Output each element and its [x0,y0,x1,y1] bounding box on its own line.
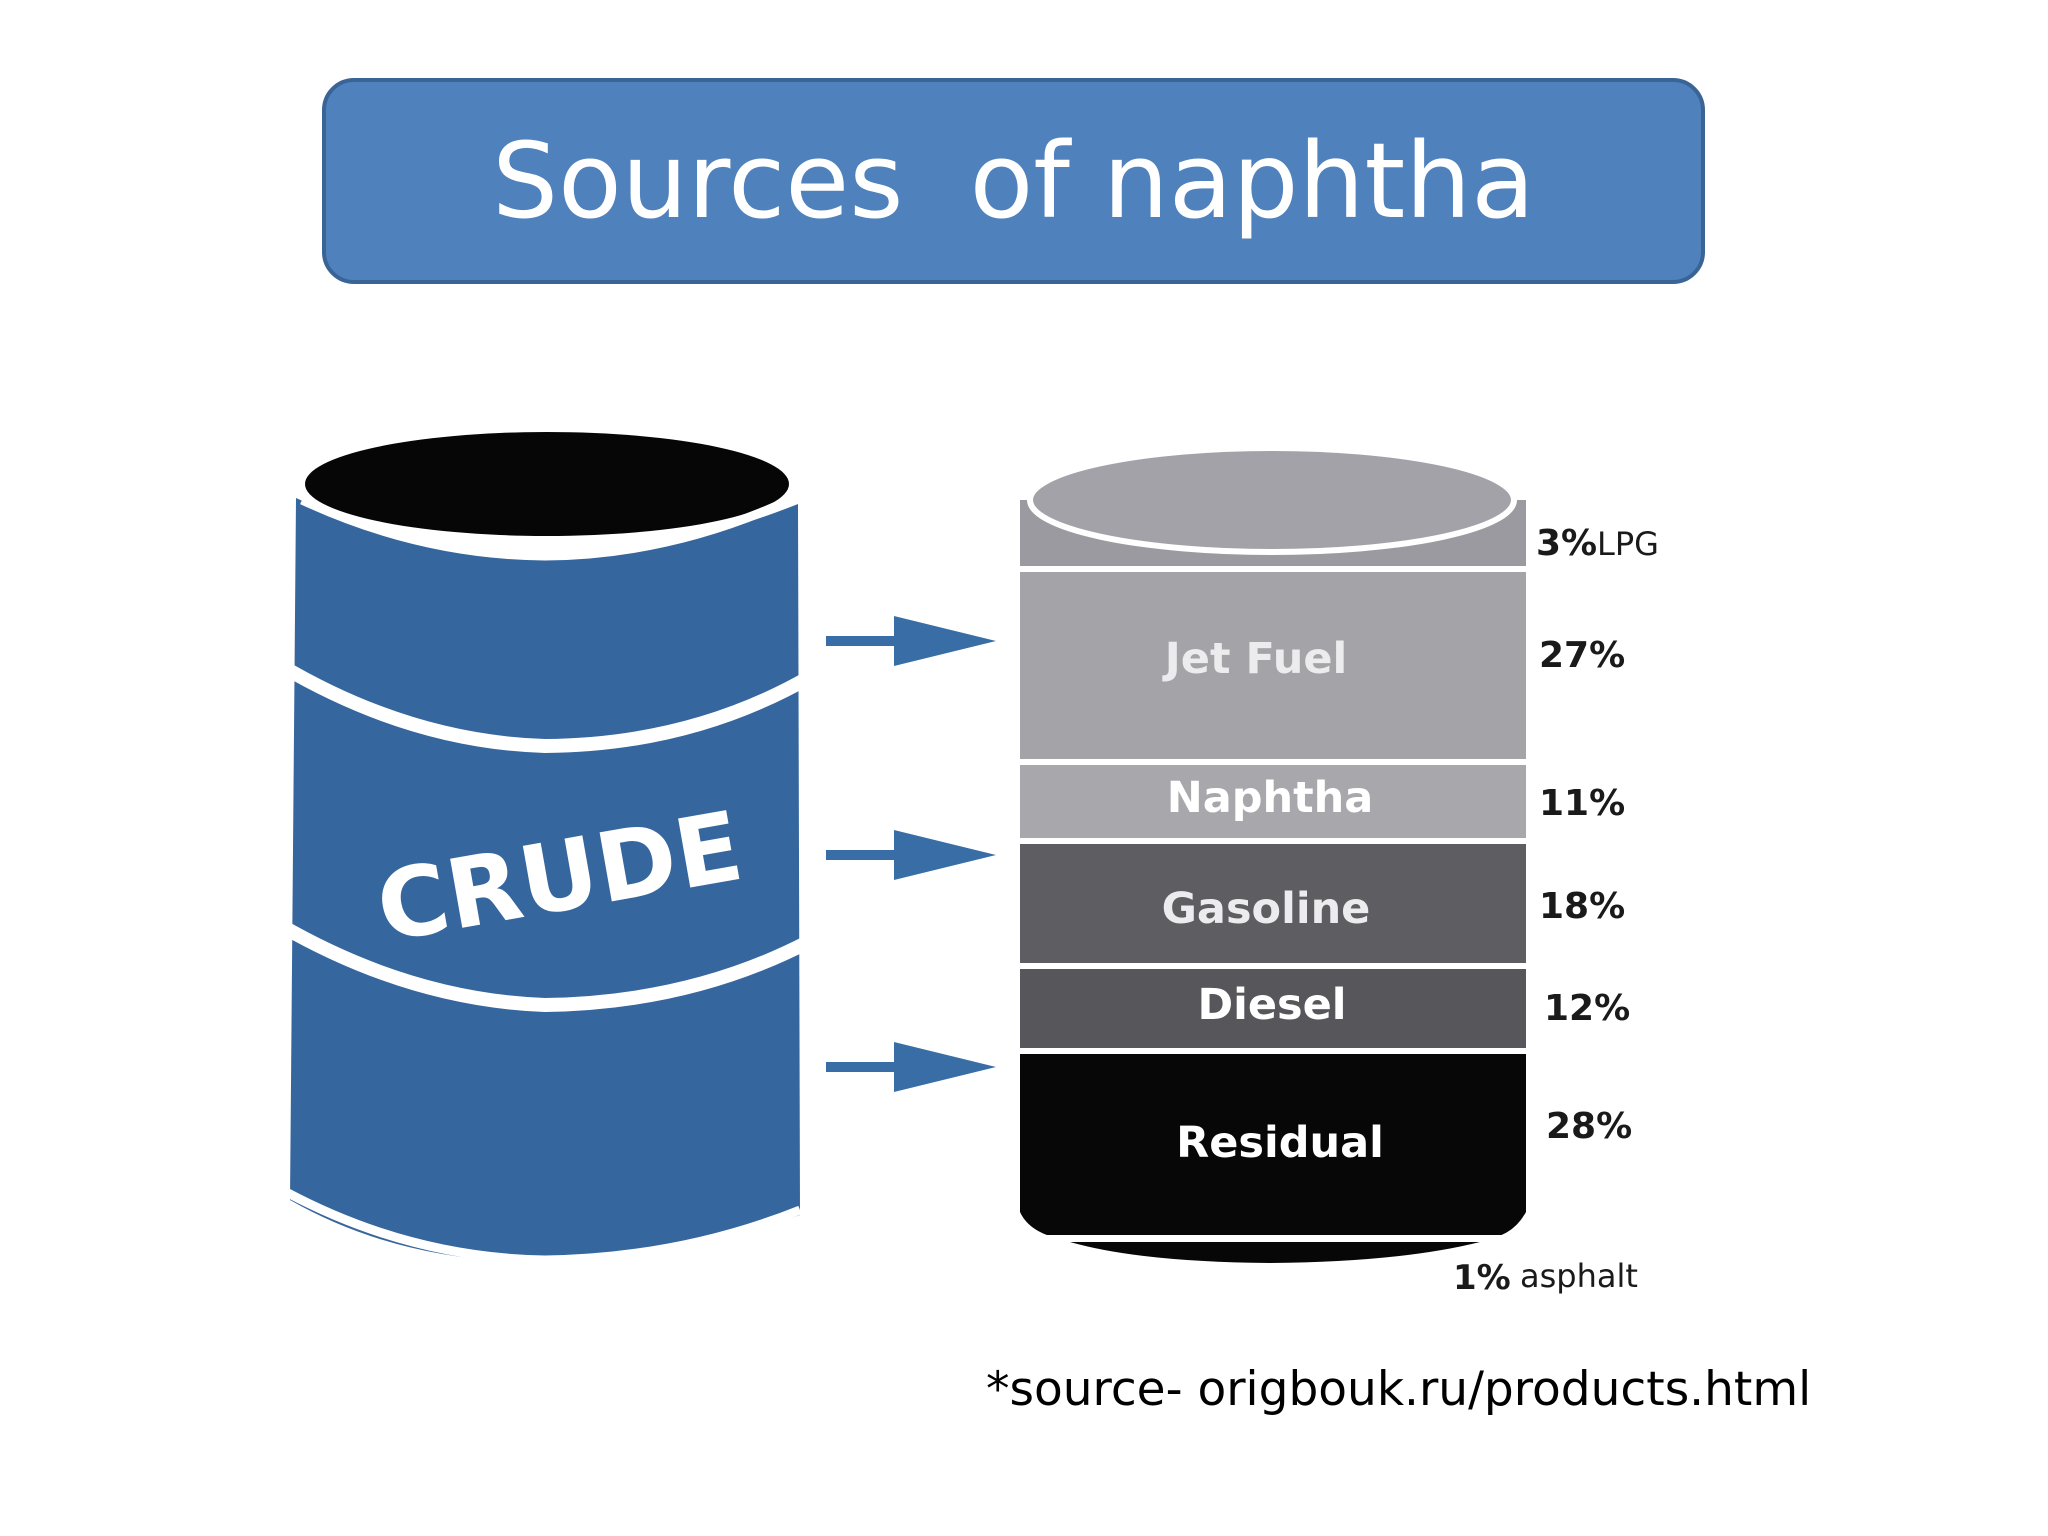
percent-lpg: 3% [1536,523,1597,564]
arrow-middle [826,830,996,880]
title-banner: Sources of naphtha [322,78,1705,284]
source-citation: *source- origbouk.ru/products.html [986,1362,1812,1417]
crude-barrel: CRUDE [276,432,812,1265]
barrel-hoop-upper [276,658,812,754]
percent-residual: 28% [1546,1106,1632,1147]
layer-label-diesel: Diesel [1197,980,1346,1030]
barrel-hoop-bottom [283,1188,802,1265]
barrel-body [290,498,800,1262]
layer-label-jet-fuel: Jet Fuel [1162,634,1347,684]
column-top-ellipse [1027,445,1517,555]
layer-label-naphtha: Naphtha [1167,773,1374,823]
layer-jet-fuel [1020,572,1526,760]
barrel-hoop-lower [276,918,812,1013]
layer-gasoline [1020,844,1526,964]
product-column: Jet Fuel Naphtha Gasoline Diesel Residua… [1020,445,1526,1263]
barrel-top-opening [305,432,789,536]
layer-diesel [1020,969,1526,1049]
layer-naphtha [1020,765,1526,839]
arrow-bottom [826,1042,996,1092]
percentage-labels: 3% LPG 27% 11% 18% 12% 28% 1% asphalt [1453,523,1659,1298]
layer-asphalt [1070,1242,1480,1263]
suffix-asphalt: asphalt [1520,1257,1638,1295]
arrow-top [826,616,996,666]
layer-label-residual: Residual [1176,1118,1384,1168]
barrel-rim [300,495,792,561]
percent-gasoline: 18% [1539,886,1625,927]
layer-residual [1020,1054,1526,1240]
layer-label-gasoline: Gasoline [1162,884,1371,934]
percent-jet-fuel: 27% [1539,635,1625,676]
suffix-lpg: LPG [1597,525,1659,563]
slide-title: Sources of naphtha [492,120,1535,242]
percent-asphalt: 1% [1453,1258,1511,1298]
percent-naphtha: 11% [1539,783,1625,824]
percent-diesel: 12% [1544,988,1630,1029]
